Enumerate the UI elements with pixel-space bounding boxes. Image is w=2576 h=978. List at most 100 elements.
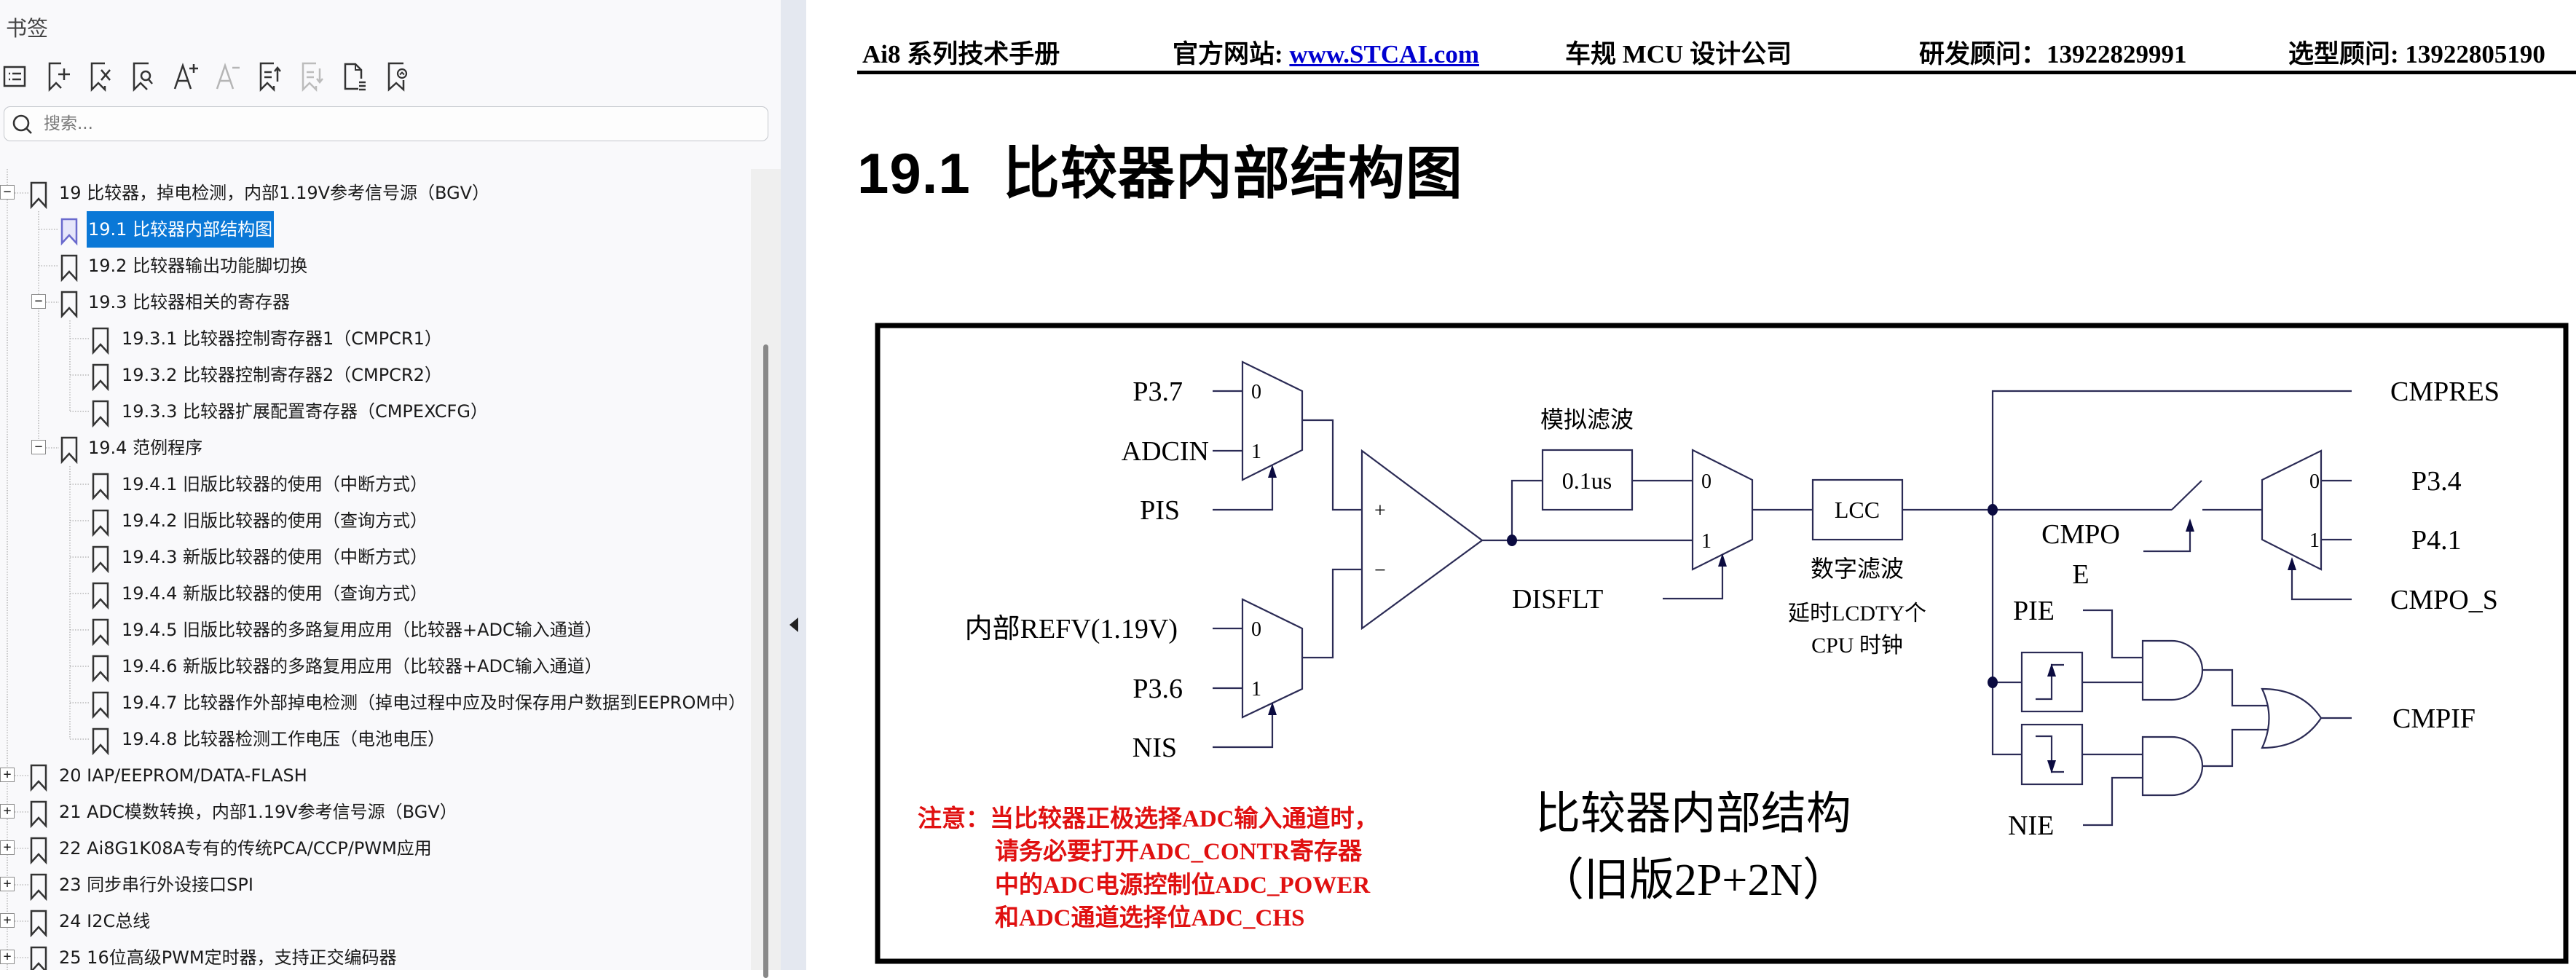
bookmark-label: 19.3.2 比较器控制寄存器2（CMPCR2）	[122, 365, 442, 385]
bookmark-label: 19.4.8 比较器检测工作电压（电池电压）	[122, 729, 445, 749]
find-bookmark-button[interactable]	[128, 57, 159, 96]
bookmark-label: 19.4.3 新版比较器的使用（中断方式）	[122, 547, 428, 567]
site-link[interactable]: www.STCAI.com	[1289, 40, 1479, 68]
bookmark-item[interactable]: +22 Ai8G1K08A专有的传统PCA/CCP/PWM应用	[0, 830, 751, 867]
tree-scrollbar[interactable]	[751, 169, 781, 978]
bookmark-item[interactable]: 19.3.1 比较器控制寄存器1（CMPCR1）	[0, 320, 751, 357]
header-site-label: 官方网站:	[1173, 40, 1290, 68]
expand-icon[interactable]: +	[0, 768, 15, 782]
bookmark-icon	[30, 946, 47, 970]
bookmark-label: 22 Ai8G1K08A专有的传统PCA/CCP/PWM应用	[59, 838, 432, 859]
bookmark-item[interactable]: 19.4.7 比较器作外部掉电检测（掉电过程中应及时保存用户数据到EEPROM中…	[0, 685, 751, 721]
bookmark-item[interactable]: +24 I2C总线	[0, 903, 751, 939]
bookmark-icon	[30, 873, 47, 901]
delete-bookmark-icon	[90, 62, 111, 92]
bookmark-icon	[92, 473, 109, 500]
bookmark-icon	[92, 363, 109, 391]
bookmark-item[interactable]: − 19 比较器，掉电检测，内部1.19V参考信号源（BGV）	[0, 175, 751, 211]
bookmark-icon	[92, 618, 109, 646]
bookmark-item[interactable]: 19.2 比较器输出功能脚切换	[0, 248, 751, 284]
bookmark-icon	[92, 582, 109, 610]
bookmark-label: 19.3.3 比较器扩展配置寄存器（CMPEXCFG）	[122, 401, 488, 422]
increase-font-button[interactable]	[170, 57, 201, 96]
bookmark-item[interactable]: +23 同步串行外设接口SPI	[0, 867, 751, 903]
expand-icon[interactable]: +	[0, 877, 15, 891]
bookmark-icon	[60, 291, 78, 318]
expand-all-button[interactable]	[0, 57, 31, 96]
bookmark-icon	[92, 509, 109, 537]
move-down-button	[297, 57, 328, 96]
bookmark-icon	[60, 436, 78, 464]
bookmark-icon	[92, 691, 109, 719]
bookmark-item[interactable]: −19.3 比较器相关的寄存器	[0, 284, 751, 320]
panel-splitter[interactable]	[781, 0, 806, 970]
collapse-arrow-icon	[789, 618, 798, 632]
bookmark-item[interactable]: 19.3.2 比较器控制寄存器2（CMPCR2）	[0, 357, 751, 393]
bookmark-item[interactable]: 19.4.6 新版比较器的多路复用应用（比较器+ADC输入通道）	[0, 648, 751, 685]
bookmark-icon	[92, 545, 109, 573]
bookmark-label: 20 IAP/EEPROM/DATA-FLASH	[59, 765, 307, 786]
header-rule	[857, 71, 2576, 74]
bookmark-icon	[30, 910, 47, 937]
bookmark-icon	[92, 727, 109, 755]
bookmark-item[interactable]: +25 16位高级PWM定时器，支持正交编码器	[0, 939, 751, 970]
bookmark-item[interactable]: 19.4.2 旧版比较器的使用（查询方式）	[0, 502, 751, 539]
bookmark-tree: − 19 比较器，掉电检测，内部1.19V参考信号源（BGV） 19.1 比较器内部…	[0, 169, 751, 970]
expand-icon[interactable]: +	[0, 840, 15, 855]
bookmark-label: 23 同步串行外设接口SPI	[59, 875, 253, 895]
bookmark-label: 19 比较器，掉电检测，内部1.19V参考信号源（BGV）	[59, 183, 490, 203]
panel-title: 书签	[6, 16, 49, 41]
page-outline-button[interactable]	[339, 57, 370, 96]
collapse-icon[interactable]: −	[31, 294, 46, 309]
bookmark-toolbar	[0, 57, 437, 96]
bookmark-item[interactable]: +21 ADC模数转换，内部1.19V参考信号源（BGV）	[0, 794, 751, 830]
header-rd-contact: 研发顾问：13922829991	[1919, 40, 2187, 68]
search-icon	[12, 114, 32, 134]
bookmark-icon	[60, 218, 78, 245]
tree-guide-lines	[7, 169, 90, 970]
move-up-icon	[259, 62, 281, 92]
collapse-icon[interactable]: −	[0, 185, 15, 200]
bookmark-label: 19.4.5 旧版比较器的多路复用应用（比较器+ADC输入通道）	[122, 620, 602, 640]
collapse-panel-button[interactable]	[787, 615, 801, 634]
bookmark-item[interactable]: 19.4.1 旧版比较器的使用（中断方式）	[0, 466, 751, 502]
document-page: Ai8 系列技术手册 官方网站: www.STCAI.com 车规 MCU 设计…	[806, 0, 2576, 970]
bookmark-icon	[30, 837, 47, 864]
find-bookmark-icon	[133, 62, 153, 92]
decrease-font-button	[213, 57, 243, 96]
move-down-icon	[302, 62, 323, 92]
bookmark-label: 19.2 比较器输出功能脚切换	[88, 256, 308, 276]
bookmark-label: 24 I2C总线	[59, 911, 151, 931]
header-site: 官方网站: www.STCAI.com	[1173, 33, 1479, 71]
bookmark-panel: 书签	[0, 0, 781, 978]
bookmark-item[interactable]: −19.4 范例程序	[0, 430, 751, 466]
add-bookmark-button[interactable]	[44, 57, 74, 96]
bookmark-label: 19.4.1 旧版比较器的使用（中断方式）	[122, 474, 428, 494]
bookmark-icon	[30, 800, 47, 828]
scrollbar-thumb[interactable]	[763, 344, 768, 978]
bookmark-item[interactable]: 19.4.4 新版比较器的使用（查询方式）	[0, 575, 751, 612]
search-input[interactable]	[44, 111, 757, 136]
bookmark-item[interactable]: 19.1 比较器内部结构图	[0, 211, 751, 248]
bookmark-label: 19.4.4 新版比较器的使用（查询方式）	[122, 583, 428, 604]
move-up-button[interactable]	[255, 57, 285, 96]
bookmark-item[interactable]: 19.3.3 比较器扩展配置寄存器（CMPEXCFG）	[0, 393, 751, 430]
bookmark-label: 19.4.6 新版比较器的多路复用应用（比较器+ADC输入通道）	[122, 656, 602, 677]
bookmark-item[interactable]: 19.4.5 旧版比较器的多路复用应用（比较器+ADC输入通道）	[0, 612, 751, 648]
collapse-icon[interactable]: −	[31, 440, 46, 454]
bookmark-icon	[30, 181, 47, 209]
expand-icon[interactable]: +	[0, 804, 15, 819]
delete-bookmark-button[interactable]	[86, 57, 117, 96]
bookmark-icon	[92, 327, 109, 355]
bookmark-label: 19.4.2 旧版比较器的使用（查询方式）	[122, 510, 428, 531]
bookmark-collapse-icon	[387, 62, 408, 92]
header-manual-title: Ai8 系列技术手册	[862, 40, 1060, 68]
bookmark-item[interactable]: +20 IAP/EEPROM/DATA-FLASH	[0, 757, 751, 794]
bookmark-item[interactable]: 19.4.3 新版比较器的使用（中断方式）	[0, 539, 751, 575]
collapse-bookmark-button[interactable]	[382, 57, 412, 96]
bookmark-item[interactable]: 19.4.8 比较器检测工作电压（电池电压）	[0, 721, 751, 757]
section-number: 19.1	[857, 141, 971, 205]
expand-icon[interactable]: +	[0, 950, 15, 964]
expand-icon[interactable]: +	[0, 913, 15, 928]
